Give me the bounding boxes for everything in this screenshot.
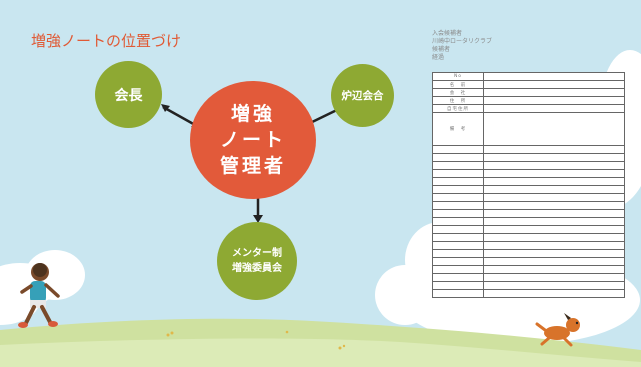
grass-light — [0, 338, 641, 367]
form-cell — [483, 88, 625, 97]
form-cell — [432, 153, 484, 162]
form-cell — [483, 201, 625, 210]
form-cell — [483, 104, 625, 113]
form-cell — [483, 289, 625, 298]
arrow-president — [162, 105, 198, 128]
form-label-remarks: 備 考 — [432, 112, 484, 146]
center-line-2: ノート — [219, 129, 286, 151]
form-cell — [432, 145, 484, 154]
form-cell — [483, 177, 625, 186]
form-line-3: 経過 — [432, 54, 445, 61]
node-fireside-meeting: 炉辺会合 — [331, 64, 394, 127]
form-cell — [432, 289, 484, 298]
form-cell — [432, 169, 484, 178]
form-cell — [483, 145, 625, 154]
form-cell — [483, 265, 625, 274]
form-club: 川崎中ロータリクラブ — [432, 38, 493, 45]
form-cell — [483, 249, 625, 258]
form-cell — [432, 249, 484, 258]
form-cell — [483, 257, 625, 266]
mentor-line-1: メンター制 — [232, 248, 282, 259]
form-cell — [483, 281, 625, 290]
form-label-address: 住 所 — [432, 96, 484, 105]
node-mentor-committee: メンター制 増強委員会 — [217, 222, 297, 300]
form-cell — [483, 273, 625, 282]
form-cell — [432, 185, 484, 194]
form-cell — [432, 193, 484, 202]
running-boy-illustration — [18, 263, 60, 328]
form-label-home-address: 自宅住所 — [432, 104, 484, 113]
dog-illustration — [535, 313, 580, 347]
form-label-name: 名 前 — [432, 80, 484, 89]
form-cell — [432, 281, 484, 290]
form-cell — [483, 153, 625, 162]
form-cell — [483, 72, 625, 81]
form-cell — [483, 233, 625, 242]
form-cell — [432, 201, 484, 210]
form-cell — [483, 80, 625, 89]
form-cell — [432, 209, 484, 218]
form-cell — [432, 233, 484, 242]
flowers — [166, 330, 346, 350]
mentor-line-2: 増強委員会 — [232, 263, 282, 274]
node-center-manager: 増強 ノート 管理者 — [190, 81, 316, 199]
form-cell — [432, 225, 484, 234]
candidate-form-table: No 名 前 会 社 住 所 自宅住所 備 考 — [432, 72, 625, 298]
form-heading: 入会候補者 — [432, 30, 463, 37]
node-president-label: 会長 — [114, 87, 143, 104]
form-cell — [483, 169, 625, 178]
node-president: 会長 — [95, 61, 162, 128]
form-line-2: 候補者 — [432, 46, 451, 53]
form-cell — [483, 112, 625, 146]
candidate-form-header: 入会候補者 川崎中ロータリクラブ 候補者 経過 — [432, 30, 624, 62]
form-cell — [432, 217, 484, 226]
form-cell — [483, 193, 625, 202]
form-cell — [483, 217, 625, 226]
form-cell — [483, 96, 625, 105]
form-cell — [483, 225, 625, 234]
form-cell — [483, 185, 625, 194]
center-line-1: 増強 — [230, 103, 275, 125]
form-cell — [483, 209, 625, 218]
center-line-3: 管理者 — [219, 155, 286, 177]
form-cell — [432, 265, 484, 274]
form-label-no: No — [432, 72, 484, 81]
form-cell — [432, 257, 484, 266]
form-cell — [432, 273, 484, 282]
node-fireside-label: 炉辺会合 — [341, 90, 384, 102]
form-cell — [483, 161, 625, 170]
page-title: 増強ノートの位置づけ — [31, 32, 182, 50]
form-label-company: 会 社 — [432, 88, 484, 97]
form-cell — [432, 177, 484, 186]
form-cell — [432, 161, 484, 170]
form-cell — [432, 241, 484, 250]
form-cell — [483, 241, 625, 250]
